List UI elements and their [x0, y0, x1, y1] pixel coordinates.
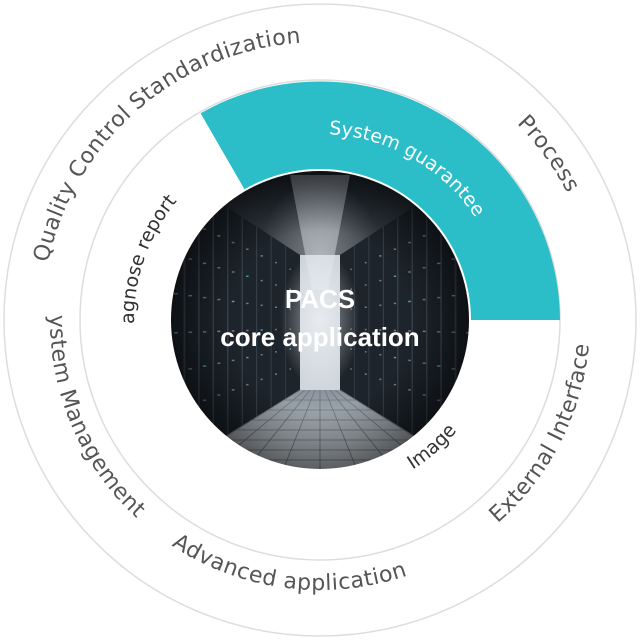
- server-room-image: [170, 170, 470, 470]
- core-title-line1: PACS: [285, 284, 355, 314]
- core-circle: [169, 169, 471, 471]
- core-title-line2: core application: [220, 322, 419, 352]
